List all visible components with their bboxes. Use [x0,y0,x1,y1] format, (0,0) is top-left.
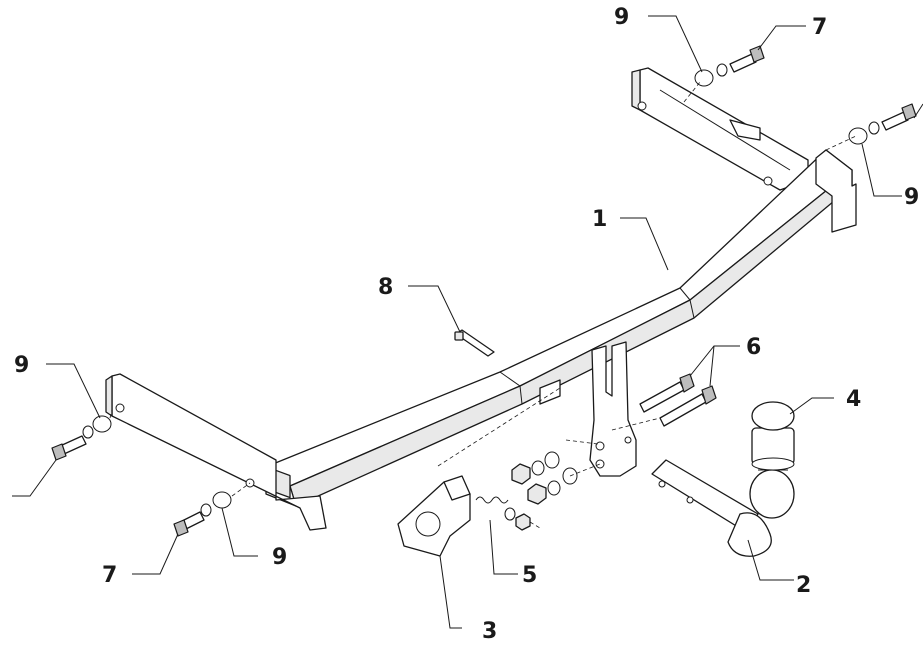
callout-labels: 1 2 3 4 5 6 7 7 8 9 9 9 9 [14,5,919,644]
socket-bracket [397,475,471,557]
bolt-washer-bottom [173,491,232,537]
nuts-washers [511,451,578,505]
bolt-washer-right [848,103,917,145]
callout-9-bottom: 9 [272,545,287,570]
callout-1: 1 [592,207,607,232]
pin [454,329,495,357]
spring-washer-nut [475,496,541,531]
ball-cover [751,401,795,471]
bolt-washer-top [694,45,765,87]
callout-5: 5 [522,563,537,588]
bolt-washer-left [51,415,112,461]
callout-9-right: 9 [904,185,919,210]
callout-7-top: 7 [812,15,827,40]
crossbar [265,149,857,507]
bolts [639,373,717,427]
callout-4: 4 [846,387,861,412]
callout-3: 3 [482,619,497,644]
assembly-guides [109,81,857,497]
right-side-bracket [631,67,809,191]
callout-7-bottom: 7 [102,563,117,588]
leader-lines [12,15,923,629]
callout-9-top: 9 [614,5,629,30]
tow-ball-neck [651,459,795,557]
callout-8: 8 [378,275,393,300]
callout-2: 2 [796,573,811,598]
callout-6: 6 [746,335,761,360]
callout-9-left: 9 [14,353,29,378]
center-mounting-bracket [539,341,637,477]
left-side-bracket [105,373,327,531]
